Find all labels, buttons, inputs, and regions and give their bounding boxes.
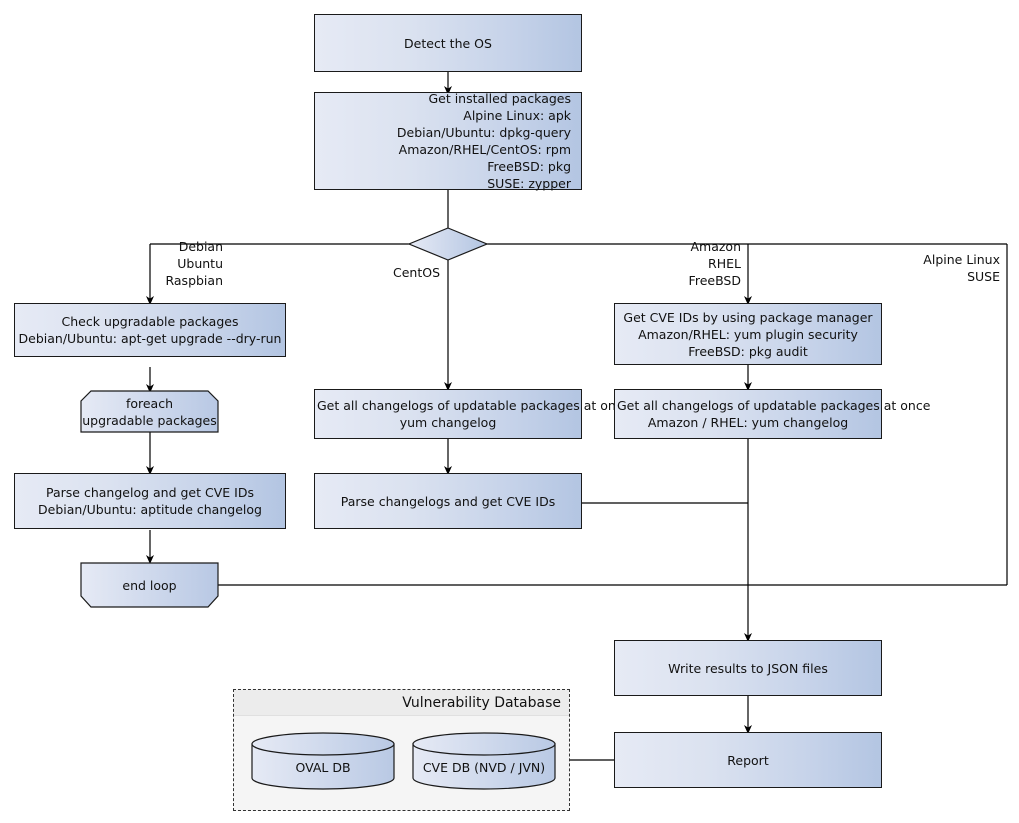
node-parse-changelogs-centos[interactable]: Parse changelogs and get CVE IDs — [314, 473, 582, 529]
node-parse-changelog-debian-label: Parse changelog and get CVE IDs Debian/U… — [38, 485, 262, 517]
node-changelogs-rhel-label: Get all changelogs of updatable packages… — [617, 398, 931, 430]
node-write-results-label: Write results to JSON files — [668, 660, 828, 676]
node-write-results[interactable]: Write results to JSON files — [614, 640, 882, 696]
foreach-loop-shape — [80, 390, 219, 433]
node-report-label: Report — [727, 752, 769, 768]
node-changelogs-rhel[interactable]: Get all changelogs of updatable packages… — [614, 389, 931, 439]
db-oval-shape — [251, 732, 395, 790]
node-get-cve-ids-pkgmgr[interactable]: Get CVE IDs by using package manager Ama… — [614, 303, 882, 365]
node-changelogs-centos-label: Get all changelogs of updatable packages… — [317, 398, 631, 430]
node-detect-os[interactable]: Detect the OS — [314, 14, 582, 72]
node-parse-changelog-debian[interactable]: Parse changelog and get CVE IDs Debian/U… — [14, 473, 286, 529]
node-check-upgradable-label: Check upgradable packages Debian/Ubuntu:… — [18, 314, 282, 346]
db-oval-label: OVAL DB — [295, 760, 351, 775]
node-end-loop[interactable]: end loop — [80, 562, 219, 608]
edge-label-centos-branch: CentOS — [392, 265, 440, 280]
node-get-installed-packages-label: Get installed packages Alpine Linux: apk… — [396, 91, 571, 191]
vulnerability-database-title: Vulnerability Database — [234, 690, 569, 716]
vulnerability-database-group: Vulnerability Database OVAL DB — [233, 689, 570, 811]
node-foreach-loop[interactable]: foreach upgradable packages — [80, 390, 219, 433]
os-decision-diamond — [407, 227, 489, 261]
db-cve-shape — [412, 732, 556, 790]
node-parse-changelogs-centos-label: Parse changelogs and get CVE IDs — [340, 493, 556, 509]
db-cve[interactable]: CVE DB (NVD / JVN) — [411, 732, 557, 790]
node-get-cve-ids-pkgmgr-label: Get CVE IDs by using package manager Ama… — [623, 309, 873, 359]
node-check-upgradable[interactable]: Check upgradable packages Debian/Ubuntu:… — [14, 303, 286, 357]
node-detect-os-label: Detect the OS — [404, 35, 492, 51]
node-foreach-loop-label: foreach upgradable packages — [82, 395, 217, 428]
db-cve-label: CVE DB (NVD / JVN) — [422, 760, 546, 775]
node-report[interactable]: Report — [614, 732, 882, 788]
node-changelogs-centos[interactable]: Get all changelogs of updatable packages… — [314, 389, 631, 439]
end-loop-shape — [80, 562, 219, 608]
node-get-installed-packages[interactable]: Get installed packages Alpine Linux: apk… — [314, 91, 582, 191]
node-end-loop-label: end loop — [122, 577, 177, 593]
db-oval[interactable]: OVAL DB — [250, 732, 396, 790]
